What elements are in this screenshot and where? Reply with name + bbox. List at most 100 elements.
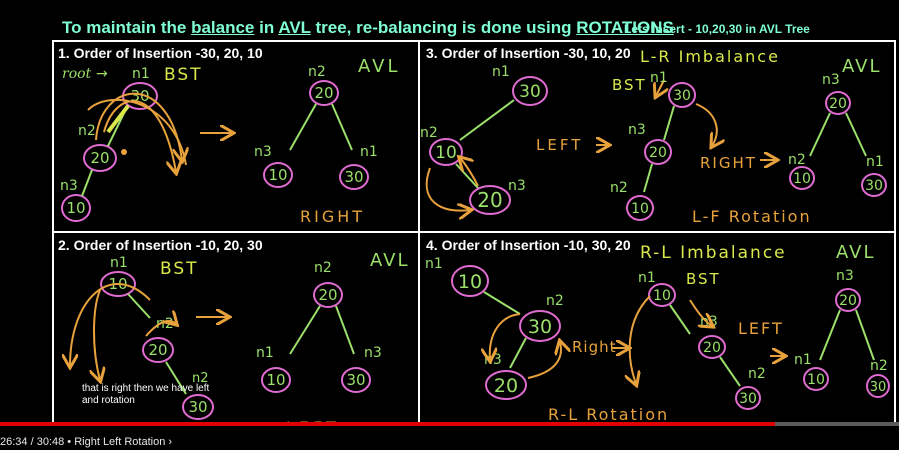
node-value: 20	[318, 286, 337, 304]
lr-rotation-label: L-F Rotation	[692, 207, 812, 226]
node-20: 20	[469, 185, 511, 215]
node-30: 30	[519, 310, 561, 342]
panel-3-heading: 3. Order of Insertion -30, 10, 20	[426, 45, 631, 61]
n1-label: n1	[638, 270, 656, 286]
rotation-arc	[460, 158, 479, 187]
progress-bar[interactable]	[0, 422, 899, 426]
rotation-arc	[103, 100, 176, 172]
node-value: 10	[268, 166, 287, 184]
root-label: root	[62, 66, 92, 82]
n3-label: n3	[628, 122, 646, 138]
node-10: 10	[626, 195, 654, 221]
rotation-arc	[87, 98, 187, 166]
rotation-arc	[145, 321, 176, 337]
pivot-arrow	[106, 104, 130, 134]
title-text: tree, re-balancing is done using	[310, 18, 577, 37]
rl-imbalance-label: R-L Imbalance	[640, 243, 787, 263]
rotation-arc	[527, 342, 561, 379]
n1-label: n1	[132, 66, 150, 82]
node-30: 30	[866, 374, 890, 398]
edge	[331, 103, 353, 151]
n3-label: n3	[508, 178, 526, 194]
title-rotations: ROTATIONS	[576, 18, 674, 37]
node-value: 20	[148, 341, 167, 359]
rotation-left-label: LEFT	[738, 319, 784, 338]
edge	[81, 169, 93, 197]
node-10: 10	[263, 162, 293, 188]
node-30: 30	[182, 394, 214, 420]
n1-label: n1	[425, 256, 443, 272]
n2-label: n2	[308, 64, 326, 80]
n2-label: n2	[788, 152, 806, 168]
node-value: 30	[865, 178, 883, 194]
node-value: 30	[346, 371, 365, 389]
node-20: 20	[698, 335, 726, 359]
title-text: in	[254, 18, 279, 37]
rotation-left-label: LEFT	[536, 136, 583, 154]
n3-label: n3	[836, 268, 854, 284]
node-value: 30	[739, 391, 757, 407]
node-10: 10	[61, 194, 91, 222]
arrow-glyph: →	[96, 66, 108, 82]
lr-imbalance-label: L-R Imbalance	[640, 47, 780, 66]
node-30: 30	[341, 367, 371, 393]
node-20: 20	[313, 282, 343, 308]
node-value: 20	[90, 149, 109, 167]
node-value: 30	[673, 88, 691, 104]
player-bar: 26:34 / 30:48 • Right Left Rotation ›	[0, 436, 172, 450]
node-value: 20	[477, 188, 502, 212]
n2-label: n2	[78, 123, 96, 139]
rotation-arc	[425, 167, 470, 211]
avl-label: AVL	[842, 56, 882, 77]
node-value: 30	[188, 398, 207, 416]
node-value: 20	[314, 84, 333, 102]
avl-label: AVL	[370, 250, 410, 271]
panel-2-heading: 2. Order of Insertion -10, 20, 30	[58, 237, 263, 253]
node-20: 20	[835, 288, 861, 312]
n3-label: n3	[484, 352, 502, 368]
node-value: 10	[435, 143, 457, 163]
bst-label: BST	[164, 65, 203, 85]
n2-label: n2	[420, 125, 438, 141]
n2-label: n2	[870, 358, 888, 374]
edge	[669, 304, 691, 335]
n2-label: n2	[192, 371, 209, 386]
edge	[459, 99, 515, 141]
chapter-title[interactable]: • Right Left Rotation	[67, 436, 166, 448]
node-30: 30	[512, 76, 548, 106]
edge	[483, 291, 521, 315]
node-value: 10	[266, 371, 285, 389]
whiteboard-drawing: root → n1 BST 30 n2 20 n3 10 AVL n2 20 n…	[60, 47, 890, 426]
node-value: 30	[870, 380, 887, 395]
rotation-right-label: Right	[572, 338, 617, 356]
node-20: 20	[485, 370, 527, 400]
node-value: 10	[66, 199, 85, 217]
bst-label: BST	[612, 76, 647, 94]
node-30: 30	[339, 164, 369, 190]
rotation-arc	[95, 92, 182, 160]
edge	[127, 293, 151, 319]
node-value: 30	[519, 82, 541, 102]
avl-label: AVL	[836, 242, 876, 263]
rotation-arc	[695, 103, 717, 146]
node-20: 20	[309, 80, 339, 106]
node-30: 30	[861, 173, 887, 197]
node-10: 10	[648, 283, 676, 307]
n2-label: n2	[546, 293, 564, 309]
edge	[289, 305, 321, 355]
panel-4-heading: 4. Order of Insertion -10, 30, 20	[426, 237, 631, 253]
chevron-right-icon[interactable]: ›	[168, 436, 173, 448]
title-text: To maintain the	[62, 18, 192, 37]
edge	[165, 361, 187, 395]
n3-label: n3	[822, 72, 840, 88]
n2-label: n2	[748, 366, 766, 382]
rotation-arc	[630, 295, 651, 384]
node-value: 20	[649, 145, 667, 161]
node-value: 10	[631, 201, 649, 217]
node-10: 10	[789, 166, 815, 190]
edge	[819, 309, 841, 361]
page-title: To maintain the balance in AVL tree, re-…	[62, 18, 674, 38]
edge	[663, 105, 675, 141]
n1-label: n1	[794, 352, 812, 368]
node-20: 20	[142, 337, 174, 363]
